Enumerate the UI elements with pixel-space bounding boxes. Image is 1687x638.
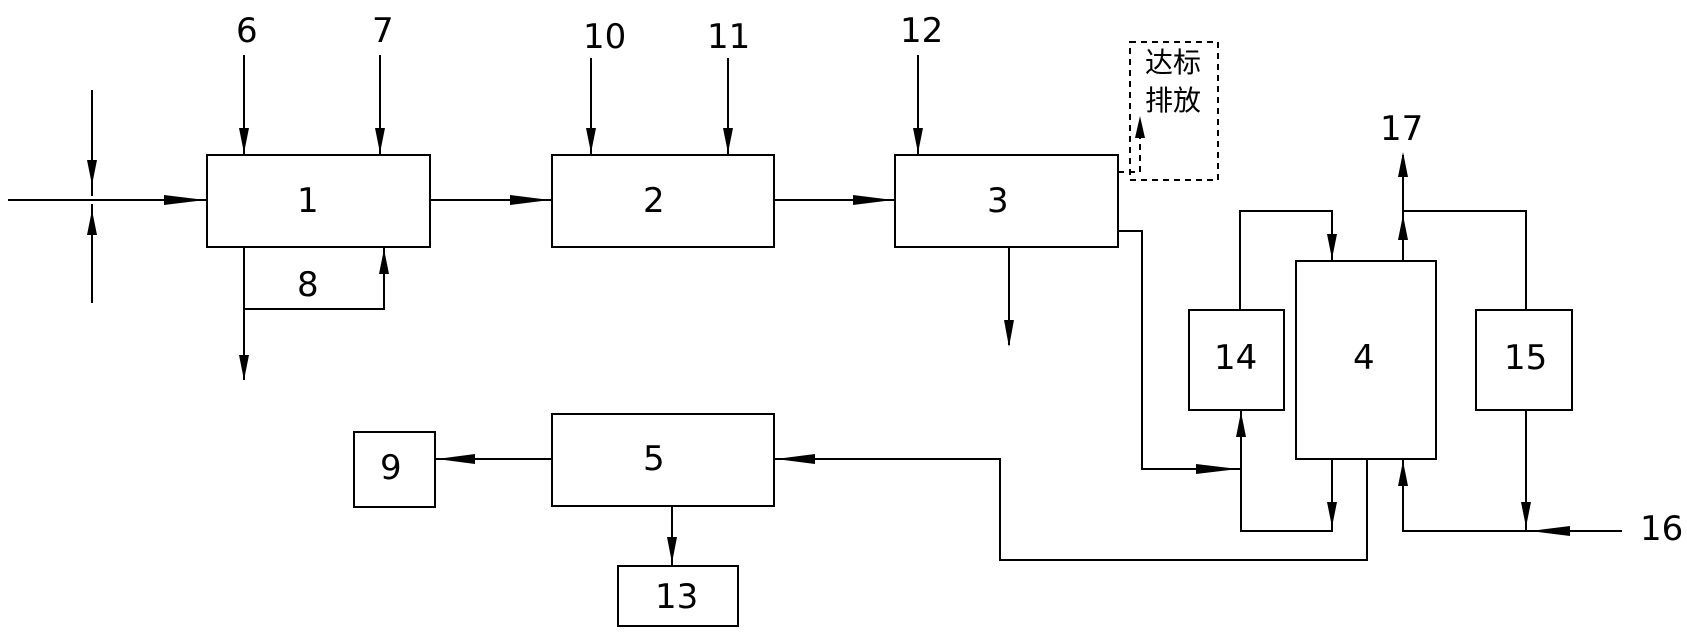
unit-9-box [353, 431, 436, 508]
unit-5-box [551, 413, 775, 507]
loop-15-top-line [1403, 210, 1527, 310]
arrow-head [510, 195, 550, 205]
unit-14-label: 14 [1214, 338, 1257, 378]
unit-9-label: 9 [380, 448, 402, 488]
unit-3-box [894, 154, 1119, 248]
arrow-head [437, 454, 475, 464]
unit-4-label: 4 [1353, 338, 1375, 378]
arrow-head [87, 160, 97, 185]
arrow-head [1398, 461, 1408, 486]
arrow-head [1398, 215, 1408, 240]
discharge-label-line2: 排放 [1145, 84, 1201, 117]
discharge-dashed-box [1129, 41, 1219, 181]
arrow-head [164, 195, 205, 205]
arrow-head [379, 249, 389, 274]
arrow-head [776, 454, 815, 464]
arrow-head [239, 355, 249, 380]
stream-10-label: 10 [583, 17, 626, 57]
stream-8-label: 8 [297, 265, 319, 305]
arrow-head [1327, 234, 1337, 259]
arrow-head [87, 210, 97, 235]
arrow-head [375, 128, 385, 153]
arrow-head [1521, 502, 1531, 527]
stream-6-label: 6 [236, 11, 258, 51]
unit-5-label: 5 [643, 439, 665, 479]
loop-14-bottom-line [1240, 410, 1333, 532]
stream-7-label: 7 [372, 11, 394, 51]
arrow-head [1327, 502, 1337, 527]
stream-17-label: 17 [1380, 109, 1423, 149]
arrow-head [913, 128, 923, 153]
arrow-head [586, 128, 596, 153]
unit-2-label: 2 [643, 181, 665, 221]
arrow-head [1236, 412, 1246, 437]
unit-13-box [617, 565, 739, 627]
arrow-head [723, 128, 733, 153]
arrow-head [1530, 526, 1570, 536]
arrow-head [1398, 152, 1408, 177]
link-4-to-5-line [774, 458, 1368, 561]
unit-3-label: 3 [987, 181, 1009, 221]
arrow-head [1135, 116, 1145, 138]
stream-16-label: 16 [1640, 509, 1683, 549]
unit-1-label: 1 [297, 181, 319, 221]
arrow-head [667, 537, 677, 563]
stream-12-label: 12 [900, 11, 943, 51]
arrow-head [1196, 464, 1238, 474]
stream-11-label: 11 [707, 17, 750, 57]
unit-1-box [206, 154, 431, 248]
arrow-head [239, 128, 249, 153]
arrow-head [853, 195, 893, 205]
arrow-head [1004, 320, 1014, 347]
unit-15-label: 15 [1504, 338, 1547, 378]
unit-15-box [1475, 309, 1573, 411]
link-3-to-14-line [1118, 230, 1241, 470]
unit-4-box [1295, 260, 1437, 460]
return-to-4-line [1402, 459, 1526, 532]
recycle-8-line [243, 247, 385, 310]
unit-2-box [551, 154, 775, 248]
unit-14-box [1188, 309, 1285, 411]
unit-13-label: 13 [655, 577, 698, 617]
discharge-label-line1: 达标 [1145, 46, 1201, 79]
